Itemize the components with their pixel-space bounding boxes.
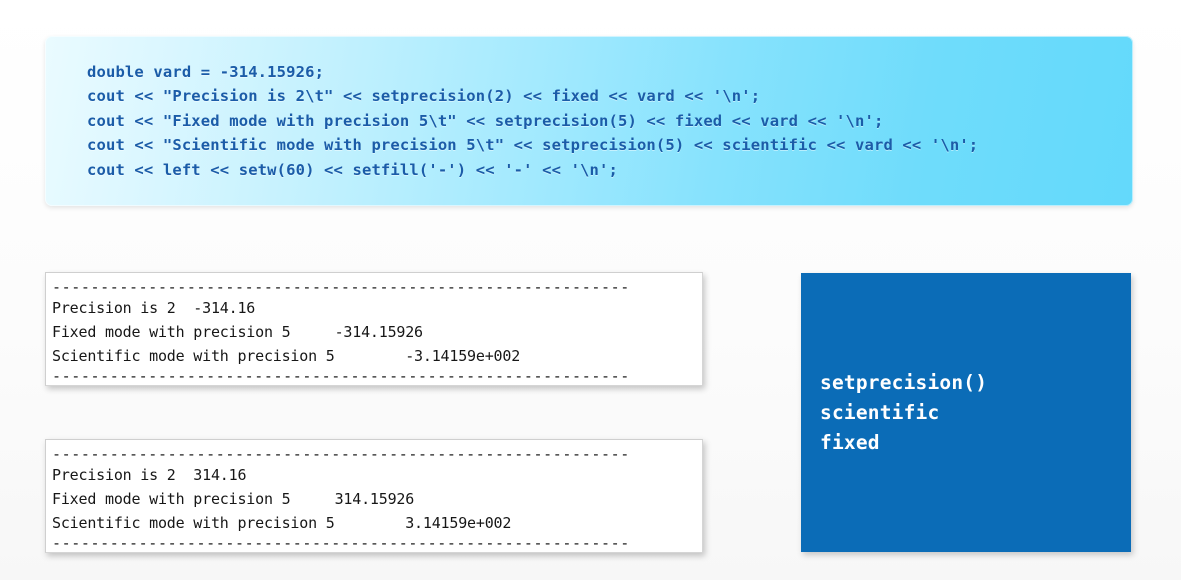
console-2-rule-bottom: ----------------------------------------… [52,534,630,552]
console-1-line-2: Fixed mode with precision 5 -314.15926 [52,323,423,341]
keyword-scientific: scientific [820,400,940,424]
console-output-positive: ----------------------------------------… [45,439,703,553]
console-output-negative: ----------------------------------------… [45,272,703,386]
console-2-rule-top: ----------------------------------------… [52,445,630,463]
console-2-line-1: Precision is 2 314.16 [52,466,247,484]
console-1-line-3: Scientific mode with precision 5 -3.1415… [52,347,521,365]
code-line-5: cout << left << setw(60) << setfill('-')… [87,160,618,179]
keyword-setprecision: setprecision() [820,370,988,394]
console-2-line-3: Scientific mode with precision 5 3.14159… [52,514,512,532]
code-line-3: cout << "Fixed mode with precision 5\t" … [87,111,884,130]
console-1-rule-bottom: ----------------------------------------… [52,367,630,385]
console-1-line-1: Precision is 2 -314.16 [52,299,256,317]
code-line-4: cout << "Scientific mode with precision … [87,136,979,155]
code-line-1: double vard = -314.15926; [87,63,325,81]
code-panel: double vard = -314.15926; cout << "Preci… [45,36,1133,206]
code-line-2: cout << "Precision is 2\t" << setprecisi… [87,87,761,106]
keyword-callout: setprecision() scientific fixed [801,273,1131,552]
keyword-fixed: fixed [820,430,880,454]
console-2-line-2: Fixed mode with precision 5 314.15926 [52,490,415,508]
console-1-rule-top: ----------------------------------------… [52,278,630,296]
